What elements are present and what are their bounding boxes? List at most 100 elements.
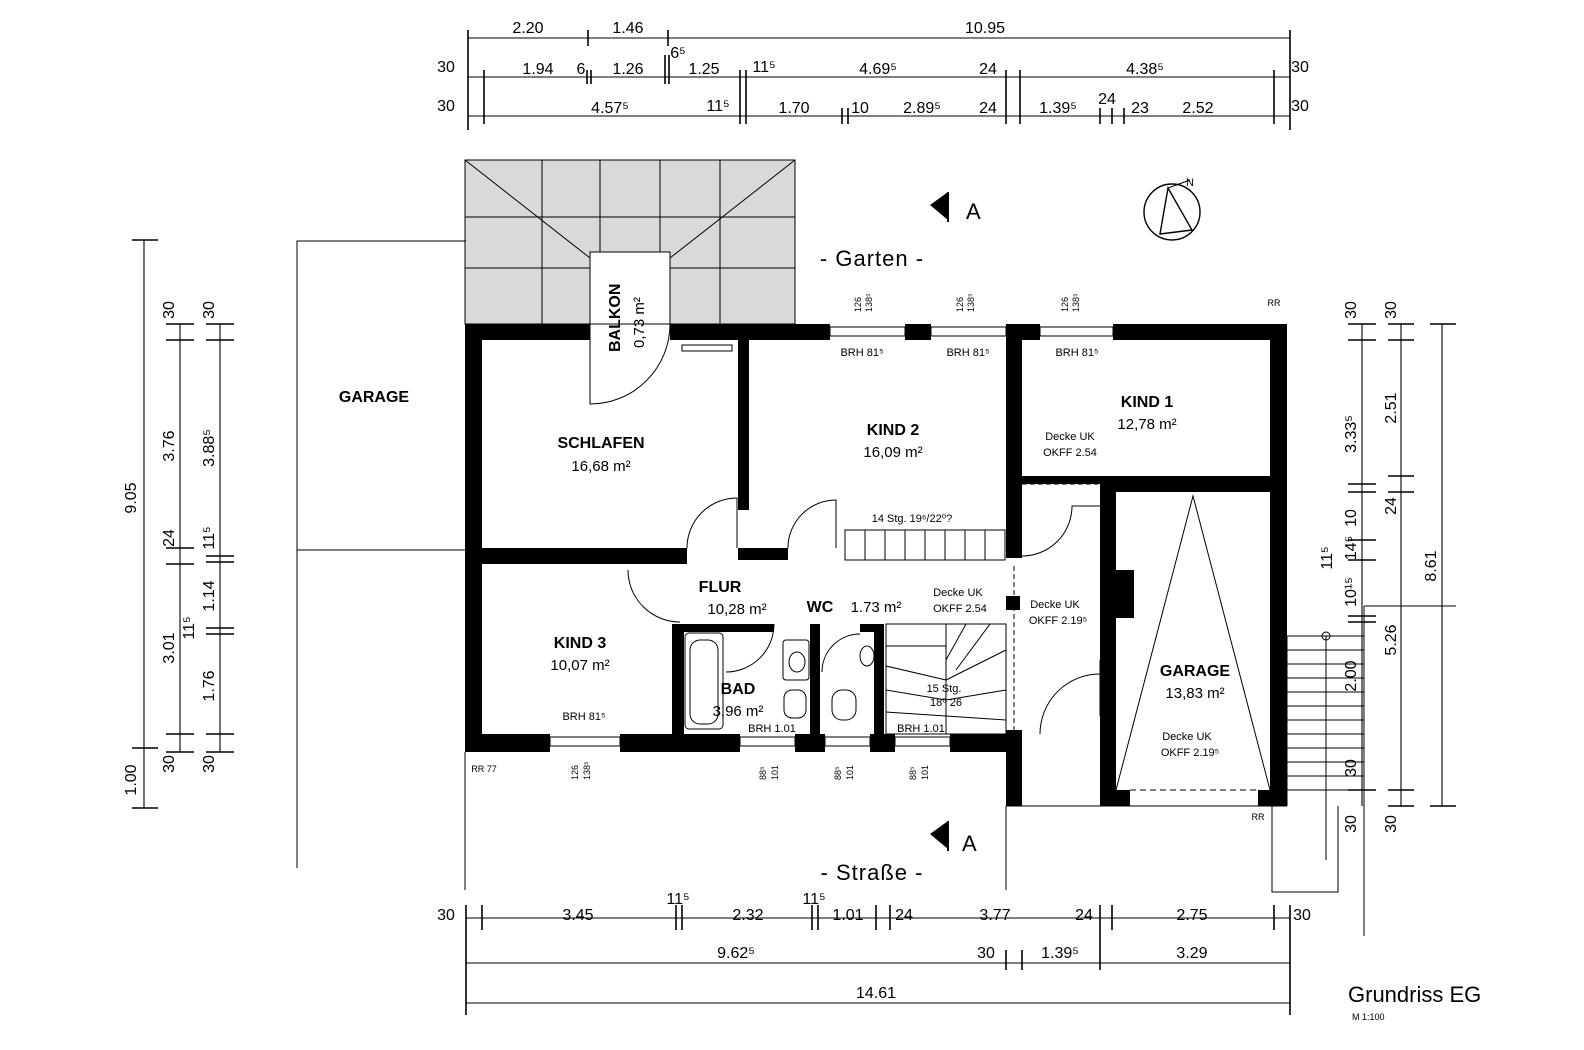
dim-top-1-a: 2.20 bbox=[512, 20, 543, 37]
balkon-name: BALKON bbox=[607, 284, 624, 352]
window-labels-bottom: BRH 81⁵ BRH 1.01 BRH 1.01 126 138⁵ 88⁵ 1… bbox=[562, 711, 944, 780]
dim-left-outer-a: 9.05 bbox=[123, 482, 140, 513]
kind1-decke-b: OKFF 2.54 bbox=[1043, 447, 1097, 459]
stairs2-label: 15 Stg. bbox=[927, 683, 962, 695]
window-bottom-3-size-b: 101 bbox=[845, 765, 855, 780]
window-top-2-size-a: 126 bbox=[955, 297, 965, 312]
window-bottom-1-label: BRH 81⁵ bbox=[562, 711, 605, 723]
dim-right-inner-d: 14⁵ bbox=[1343, 536, 1360, 560]
dim-right-mid-e: 30 bbox=[1343, 815, 1360, 833]
street-label: - Straße - bbox=[821, 860, 924, 885]
kind3-name: KIND 3 bbox=[554, 635, 607, 652]
wc-name: WC bbox=[807, 599, 834, 616]
dim-left-mid-f: 30 bbox=[161, 755, 178, 773]
ceiling-notes: Decke UK OKFF 2.54 Decke UK OKFF 2.54 De… bbox=[471, 298, 1281, 822]
gang-decke-a: Decke UK bbox=[1030, 599, 1080, 611]
dim-bot-1-k: 30 bbox=[1293, 907, 1311, 924]
schlafen-name: SCHLAFEN bbox=[557, 435, 644, 452]
dim-top-2-i: 24 bbox=[979, 61, 997, 78]
bad-name: BAD bbox=[721, 681, 756, 698]
north-arrow-icon: N bbox=[1143, 177, 1201, 241]
dim-bot-1-c: 11⁵ bbox=[666, 891, 689, 908]
dim-top-2-j: 4.38⁵ bbox=[1126, 61, 1164, 78]
wc-area: 1.73 m² bbox=[851, 599, 902, 616]
dim-bot-1-b: 3.45 bbox=[562, 907, 593, 924]
dim-top-3-h: 1.39⁵ bbox=[1039, 100, 1077, 117]
dim-bot-2-b: 30 bbox=[977, 945, 995, 962]
window-bottom-2-size-b: 101 bbox=[770, 765, 780, 780]
gang-decke-b: OKFF 2.19⁵ bbox=[1029, 615, 1087, 627]
window-top-2-size-b: 138⁵ bbox=[966, 293, 976, 312]
dim-bot-1-f: 1.01 bbox=[832, 907, 863, 924]
dim-top-3-g: 24 bbox=[979, 100, 997, 117]
balcony-roof bbox=[464, 159, 796, 325]
section-arrow-top-icon bbox=[930, 192, 948, 220]
dim-top-3-k: 2.52 bbox=[1182, 100, 1213, 117]
garage-decke-a: Decke UK bbox=[1162, 731, 1212, 743]
garage-door-swing bbox=[1115, 494, 1271, 791]
dim-top-3-c: 11⁵ bbox=[706, 98, 729, 115]
dim-top-2-g: 11⁵ bbox=[752, 59, 775, 76]
window-top-3-size-b: 138⁵ bbox=[1071, 293, 1081, 312]
balkon-area: 0,73 m² bbox=[631, 297, 648, 348]
dim-right-inner-i: 30 bbox=[1383, 815, 1400, 833]
dim-top-2-b: 1.94 bbox=[522, 61, 553, 78]
dim-top-2-a: 30 bbox=[437, 59, 455, 76]
stairs-label: 14 Stg. 19⁶/22⁰? bbox=[872, 513, 953, 525]
dim-left-mid-b: 3.76 bbox=[161, 430, 178, 461]
dim-left-mid-e: 11⁵ bbox=[181, 616, 198, 639]
dim-right-inner-b: 3.33⁵ bbox=[1343, 415, 1360, 453]
dim-top-2-f: 1.25 bbox=[688, 61, 719, 78]
dim-bot-1-h: 3.77 bbox=[979, 907, 1010, 924]
dim-right-inner-h: 30 bbox=[1343, 759, 1360, 777]
dim-top-2-c: 6 bbox=[577, 61, 586, 78]
dim-top-3-b: 4.57⁵ bbox=[591, 100, 629, 117]
dim-top-3-l: 30 bbox=[1291, 98, 1309, 115]
garage-right-area: 13,83 m² bbox=[1165, 685, 1224, 702]
window-top-2-label: BRH 81⁵ bbox=[946, 347, 989, 359]
window-bottom-4-size-b: 101 bbox=[920, 765, 930, 780]
dim-top-2-k: 30 bbox=[1291, 59, 1309, 76]
dim-top-2-d: 1.26 bbox=[612, 61, 643, 78]
flur-name: FLUR bbox=[699, 579, 742, 596]
dim-left-inner-b: 3.88⁵ bbox=[201, 429, 218, 467]
kind3-area: 10,07 m² bbox=[550, 657, 609, 674]
dim-left-inner-d: 1.14 bbox=[201, 580, 218, 611]
kind1-name: KIND 1 bbox=[1121, 394, 1174, 411]
dim-right-inner-g: 2.00 bbox=[1343, 660, 1360, 691]
section-arrow-bottom-icon bbox=[930, 821, 948, 849]
kind2-name: KIND 2 bbox=[867, 422, 920, 439]
dim-left-inner-a: 30 bbox=[201, 301, 218, 319]
garage-left-label: GARAGE bbox=[339, 389, 410, 406]
dim-left-mid-c: 24 bbox=[161, 529, 178, 547]
window-top-3-size-a: 126 bbox=[1060, 297, 1070, 312]
dim-top-3-a: 30 bbox=[437, 98, 455, 115]
dim-right-mid-d: 5.26 bbox=[1383, 624, 1400, 655]
dim-top-3-j: 23 bbox=[1131, 100, 1149, 117]
window-bottom-4-label: BRH 1.01 bbox=[897, 723, 945, 735]
orientation: - Garten - - Straße - A A N bbox=[820, 177, 1201, 885]
bottom-dimensions: 30 3.45 11⁵ 2.32 11⁵ 1.01 24 3.77 24 2.7… bbox=[437, 891, 1311, 1015]
garage-right-name: GARAGE bbox=[1160, 663, 1231, 680]
rr-top: RR bbox=[1268, 298, 1281, 308]
dim-left-inner-f: 30 bbox=[201, 755, 218, 773]
dim-top-2-h: 4.69⁵ bbox=[859, 61, 897, 78]
dim-bot-3-a: 14.61 bbox=[856, 985, 896, 1002]
dim-top-1-c: 10.95 bbox=[965, 20, 1005, 37]
window-top-1-size-b: 138⁵ bbox=[864, 293, 874, 312]
left-dimensions: 9.05 1.00 30 3.76 24 3.01 11⁵ 30 30 3.88… bbox=[123, 239, 234, 809]
dim-top-3-f: 2.89⁵ bbox=[903, 100, 941, 117]
dim-left-mid-a: 30 bbox=[161, 301, 178, 319]
window-bottom-2-size-a: 88⁵ bbox=[758, 766, 768, 780]
window-bottom-1-size-b: 138⁵ bbox=[582, 761, 592, 780]
ceiling-lines bbox=[1013, 483, 1098, 740]
drawing-scale: M 1:100 bbox=[1352, 1012, 1385, 1022]
window-bottom-1-size-a: 126 bbox=[570, 765, 580, 780]
right-dimensions: 30 3.33⁵ 10 14⁵ 10¹⁵ 11⁵ 2.00 30 30 30 2… bbox=[1319, 301, 1456, 833]
kind2-area: 16,09 m² bbox=[863, 444, 922, 461]
dim-bot-1-j: 2.75 bbox=[1176, 907, 1207, 924]
flur-decke-a: Decke UK bbox=[933, 587, 983, 599]
rr-left: RR 77 bbox=[471, 764, 497, 774]
flur-area: 10,28 m² bbox=[707, 601, 766, 618]
